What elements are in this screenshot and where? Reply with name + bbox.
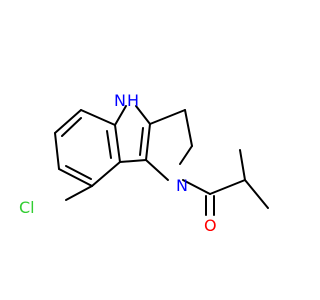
molecule-diagram: N H N Cl O [19,91,269,235]
pyrrole-ring [114,105,151,163]
bond [54,132,60,170]
bond [184,109,193,147]
isobutyryl-group [182,149,269,216]
bond [135,105,151,125]
structure-canvas: N H N Cl O [19,91,269,235]
bond [80,109,116,126]
bond-to-chlorine [65,185,93,201]
atom-label-oxygen: O [204,216,217,235]
piperidine-ring [145,109,193,181]
bond [58,168,93,187]
bond [91,161,121,187]
bond [149,109,186,125]
bond [145,159,169,181]
hydrogen-symbol: H [127,91,139,110]
bond [182,179,211,195]
benzene-ring [54,109,121,187]
bond [145,123,151,161]
bond [114,105,127,126]
atom-label-chlorine: Cl [19,198,35,217]
bond [244,179,269,209]
atom-label-amide-n: N [176,176,188,195]
bond [119,159,147,163]
double-bond-inner [65,165,92,180]
double-bond-inner [61,117,82,137]
double-bond-inner [106,130,112,159]
bond [209,179,246,195]
nitrogen-symbol: N [114,91,126,110]
double-bond-inner [139,127,144,156]
bond [54,109,82,134]
bond [239,149,246,181]
bond [114,124,121,163]
bond [179,145,193,165]
atom-label-indole-nh: N H [114,91,139,110]
